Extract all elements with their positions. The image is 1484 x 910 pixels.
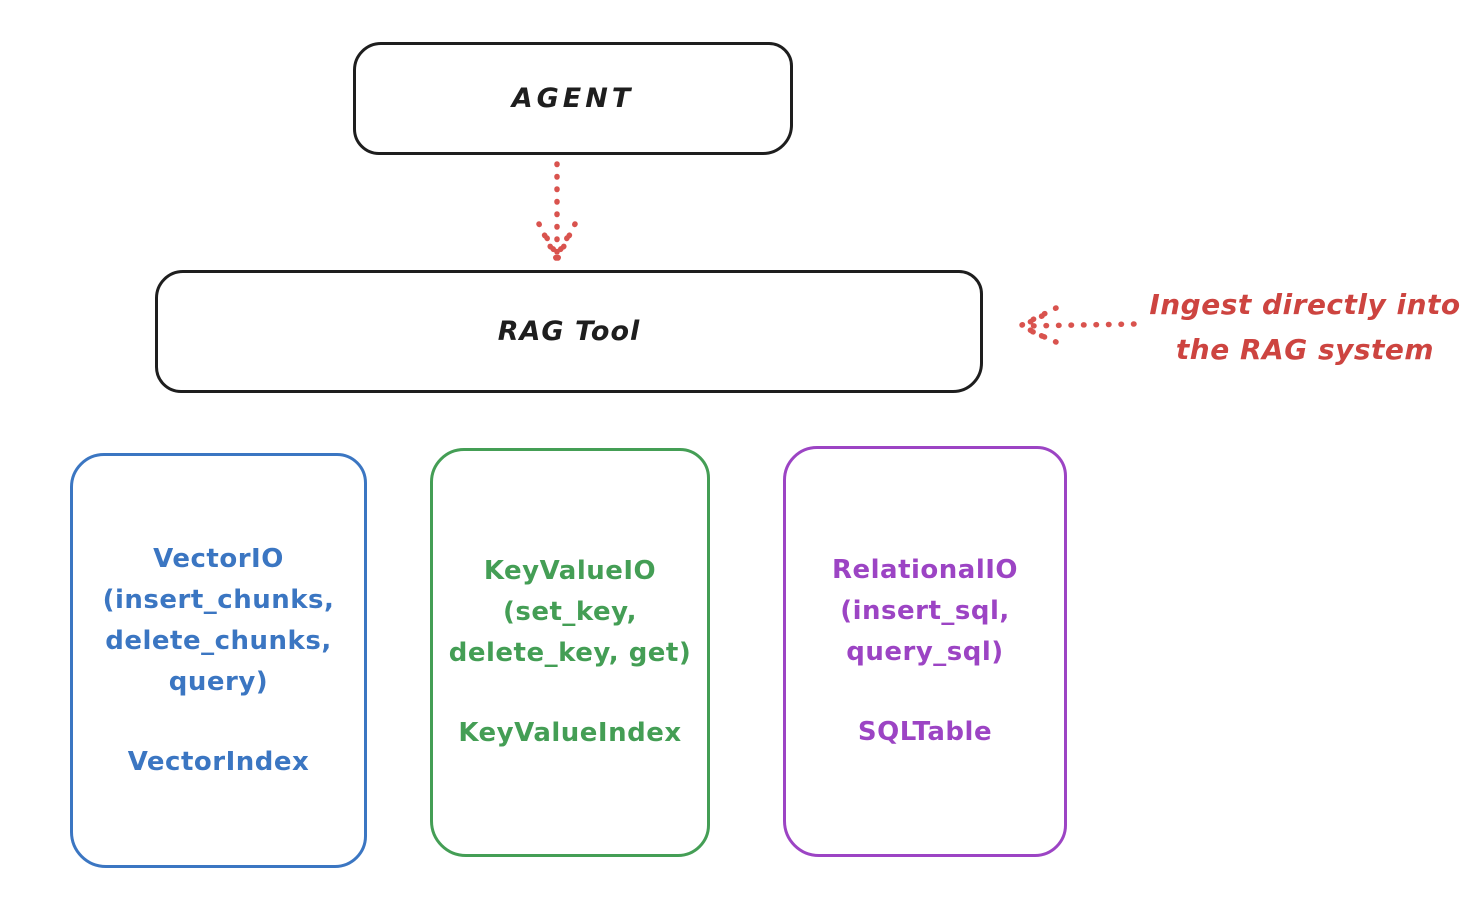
relational-io-node: RelationalIO (insert_sql, query_sql) SQL… <box>783 446 1067 857</box>
keyvalue-io-node: KeyValueIO (set_key, delete_key, get) Ke… <box>430 448 710 857</box>
annotation-line-2: the RAG system <box>1175 333 1435 366</box>
vector-io-node: VectorIO (insert_chunks, delete_chunks, … <box>70 453 367 868</box>
vector-io-line: delete_chunks, <box>105 625 332 656</box>
sql-table-label: SQLTable <box>857 717 993 747</box>
dotted-arrow-left-icon <box>1019 305 1137 345</box>
rag-tool-node: RAG Tool <box>155 270 983 393</box>
annotation-ingest: Ingest directly into the RAG system <box>1130 282 1480 372</box>
agent-node: AGENT <box>353 42 793 155</box>
relational-io-line: RelationalIO <box>831 555 1019 585</box>
vector-io-line: VectorIO <box>153 543 284 574</box>
keyvalue-io-line: KeyValueIO <box>483 556 657 586</box>
keyvalue-io-line: (set_key, <box>503 597 637 627</box>
annotation-line-1: Ingest directly into <box>1149 288 1461 321</box>
agent-label: AGENT <box>511 83 635 114</box>
relational-io-line: query_sql) <box>846 637 1004 667</box>
vector-io-line: query) <box>168 666 269 697</box>
keyvalue-io-line: delete_key, get) <box>448 638 692 668</box>
vector-io-line: (insert_chunks, <box>102 584 335 615</box>
keyvalue-index-label: KeyValueIndex <box>458 718 682 748</box>
vector-index-label: VectorIndex <box>127 746 310 777</box>
rag-tool-label: RAG Tool <box>497 316 641 347</box>
dotted-arrow-down-icon <box>536 161 578 261</box>
relational-io-line: (insert_sql, <box>840 596 1010 626</box>
